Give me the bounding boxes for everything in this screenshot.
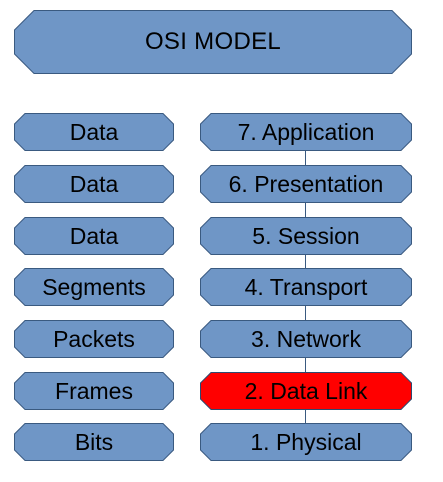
connector-line (305, 358, 306, 372)
connector-line (305, 203, 306, 217)
layer-box: 4. Transport (200, 268, 412, 306)
layer-box: 6. Presentation (200, 165, 412, 203)
layer-label: 2. Data Link (244, 377, 368, 404)
box-shape (200, 268, 412, 306)
layer-label: 6. Presentation (228, 170, 384, 197)
layer-box: 5. Session (200, 217, 412, 255)
box-shape (14, 165, 174, 203)
box-outline (14, 268, 174, 306)
data-unit-box: Bits (14, 423, 174, 461)
layer-label: 1. Physical (250, 428, 362, 455)
layer-box: 7. Application (200, 113, 412, 151)
box-shape (14, 423, 174, 461)
box-outline (200, 113, 412, 151)
data-unit-label: Packets (53, 325, 135, 352)
box-shape (14, 10, 412, 74)
connector-line (305, 151, 306, 165)
box-shape (200, 372, 412, 410)
data-unit-label: Bits (74, 428, 114, 455)
connector-line (305, 255, 306, 268)
data-unit-label: Data (69, 222, 119, 249)
connector-line (305, 410, 306, 423)
layer-label: 3. Network (251, 325, 361, 352)
box-outline (14, 372, 174, 410)
box-outline (14, 423, 174, 461)
box-outline (14, 320, 174, 358)
box-outline (200, 320, 412, 358)
box-shape (14, 320, 174, 358)
box-shape (14, 268, 174, 306)
box-outline (200, 217, 412, 255)
layer-label: 5. Session (252, 222, 360, 249)
box-shape (14, 113, 174, 151)
data-unit-box: Data (14, 113, 174, 151)
data-unit-label: Segments (42, 273, 146, 300)
box-outline (14, 10, 412, 74)
box-outline (14, 217, 174, 255)
box-shape (200, 165, 412, 203)
layer-box: 2. Data Link (200, 372, 412, 410)
data-unit-box: Data (14, 165, 174, 203)
layer-box: 1. Physical (200, 423, 412, 461)
layer-label: 4. Transport (244, 273, 368, 300)
data-unit-label: Frames (55, 377, 133, 404)
data-unit-box: Packets (14, 320, 174, 358)
box-outline (200, 268, 412, 306)
box-shape (200, 113, 412, 151)
diagram-title: OSI MODEL (144, 28, 282, 55)
data-unit-label: Data (69, 118, 119, 145)
box-shape (14, 217, 174, 255)
box-outline (200, 165, 412, 203)
box-outline (200, 423, 412, 461)
layer-label: 7. Application (237, 118, 375, 145)
data-unit-box: Frames (14, 372, 174, 410)
box-shape (200, 320, 412, 358)
title-box: OSI MODEL (14, 10, 412, 74)
connector-line (305, 306, 306, 320)
layer-box: 3. Network (200, 320, 412, 358)
box-outline (14, 165, 174, 203)
data-unit-box: Segments (14, 268, 174, 306)
box-shape (200, 217, 412, 255)
box-shape (14, 372, 174, 410)
data-unit-box: Data (14, 217, 174, 255)
box-outline (14, 113, 174, 151)
box-shape (200, 423, 412, 461)
box-outline (200, 372, 412, 410)
data-unit-label: Data (69, 170, 119, 197)
